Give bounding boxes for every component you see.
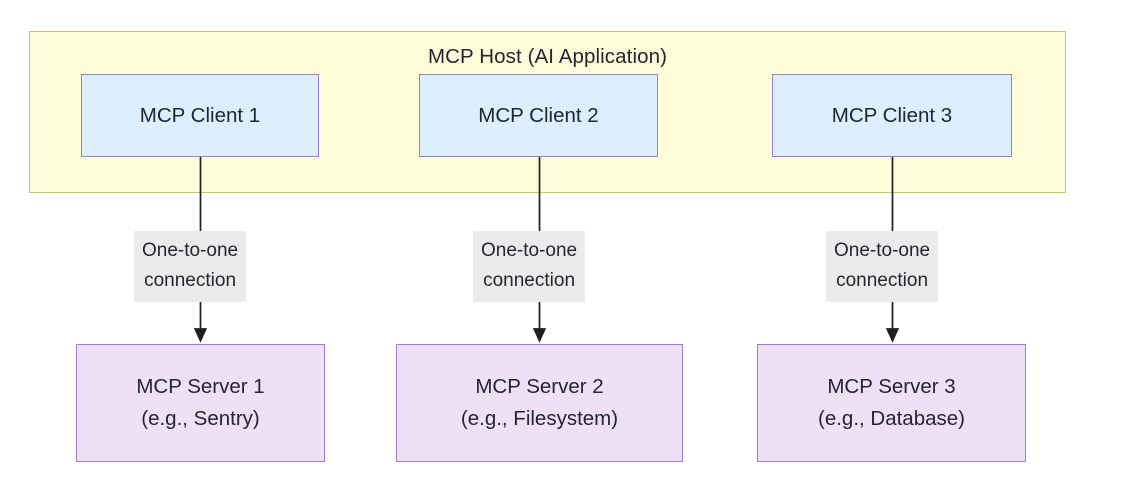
mcp-client-2-label: MCP Client 2 [478, 103, 599, 127]
mcp-host-title: MCP Host (AI Application) [427, 45, 668, 68]
connection-label-2-line2: connection [483, 270, 576, 291]
mcp-server-3-node[interactable]: MCP Server 3 (e.g., Database) [757, 344, 1026, 462]
connection-label-1-line1: One-to-one [142, 240, 239, 261]
connection-label-3-line1: One-to-one [834, 240, 931, 261]
mcp-server-3-name: MCP Server 3 [827, 375, 956, 398]
mcp-server-1-node[interactable]: MCP Server 1 (e.g., Sentry) [76, 344, 325, 462]
mcp-server-2-example: (e.g., Filesystem) [460, 407, 619, 430]
mcp-server-1-name: MCP Server 1 [136, 375, 265, 398]
connection-label-3: One-to-one connection [826, 231, 939, 302]
connection-label-1: One-to-one connection [134, 231, 247, 302]
connection-label-3-line2: connection [836, 270, 929, 291]
mcp-client-3-label: MCP Client 3 [831, 103, 953, 127]
connection-label-2-line1: One-to-one [481, 240, 578, 261]
mcp-server-2-node[interactable]: MCP Server 2 (e.g., Filesystem) [396, 344, 683, 462]
mcp-server-2-name: MCP Server 2 [475, 375, 604, 398]
mcp-client-1-node[interactable]: MCP Client 1 [81, 74, 319, 157]
mcp-server-1-example: (e.g., Sentry) [141, 407, 260, 430]
connection-label-1-line2: connection [144, 270, 237, 291]
mcp-client-2-node[interactable]: MCP Client 2 [419, 74, 658, 157]
mcp-client-3-node[interactable]: MCP Client 3 [772, 74, 1012, 157]
connection-label-2: One-to-one connection [473, 231, 586, 302]
mcp-client-1-label: MCP Client 1 [139, 103, 261, 127]
mcp-server-3-example: (e.g., Database) [818, 407, 965, 430]
